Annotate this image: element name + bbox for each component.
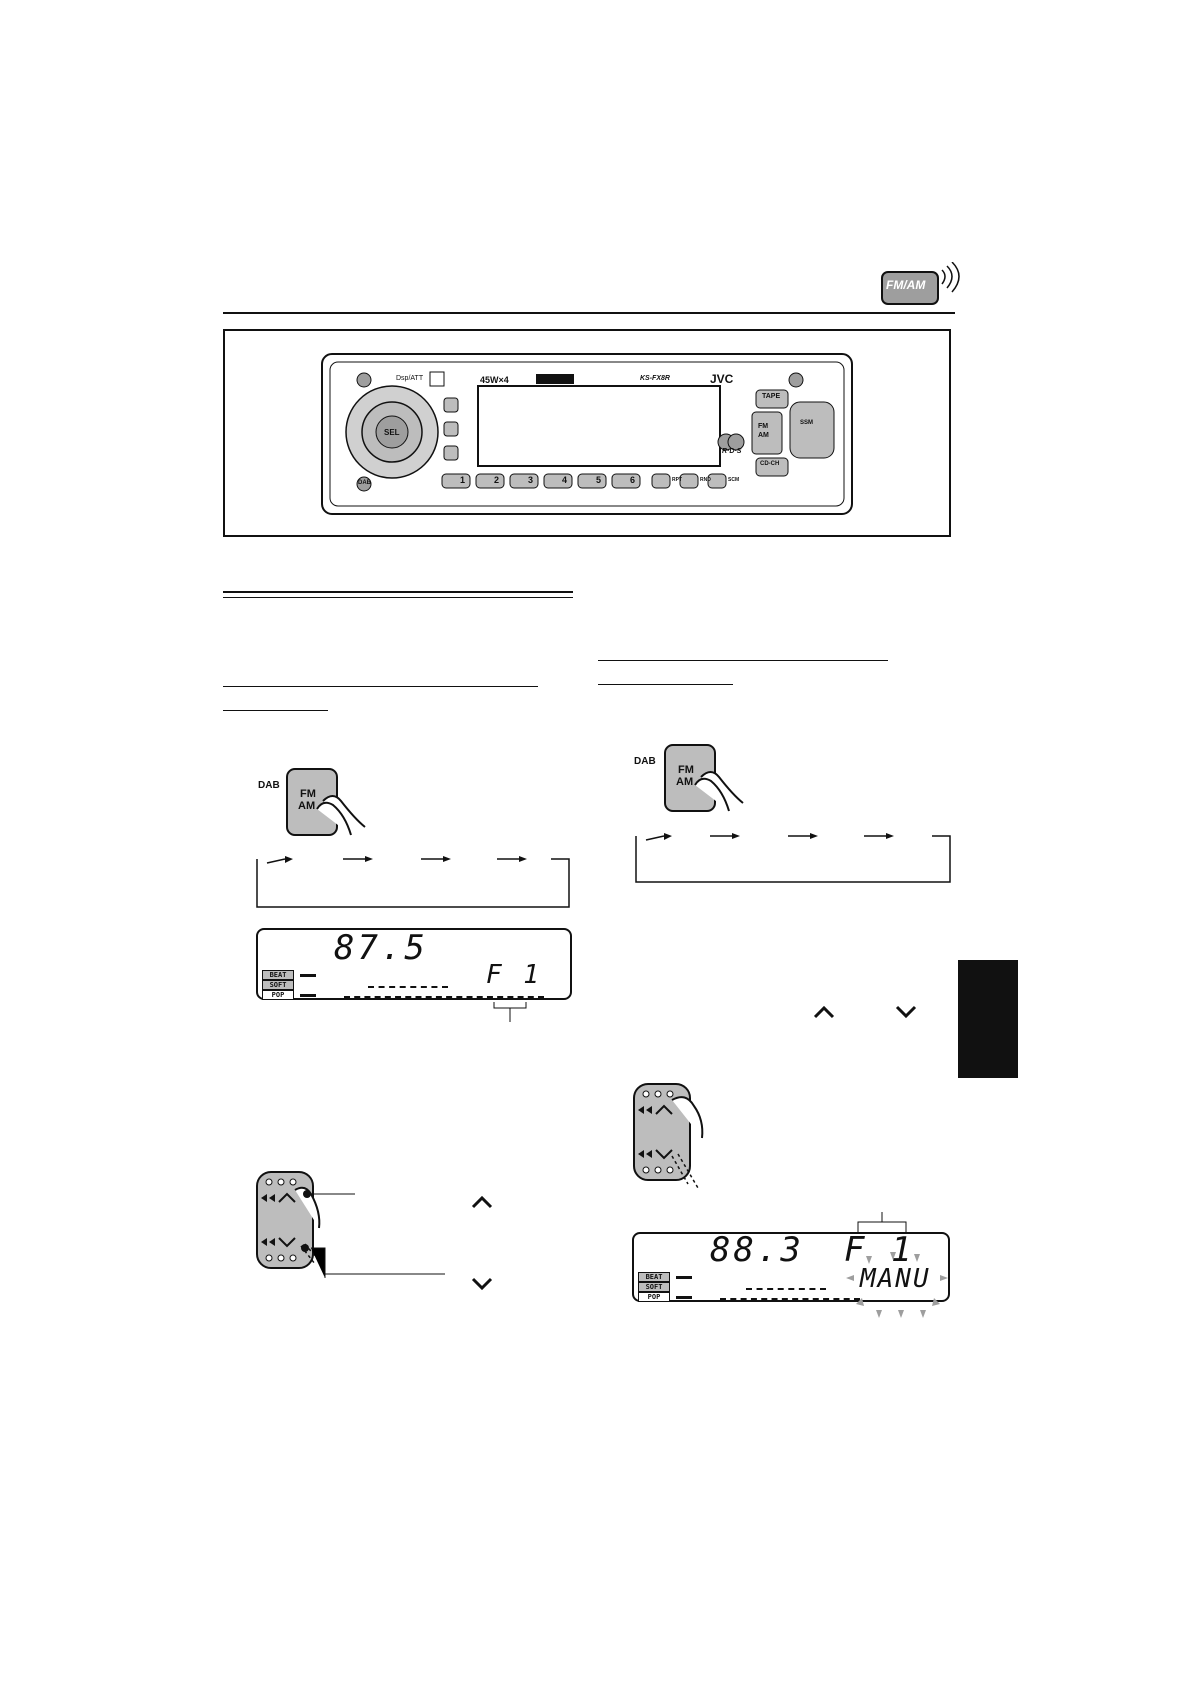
faceplate-preset-6: 6 — [630, 475, 636, 485]
right-lcd-dash-row2 — [720, 1298, 860, 1300]
left-band-cycle-diagram — [256, 856, 570, 908]
left-lcd-dash-row2 — [344, 996, 544, 998]
left-lcd-frequency: 87.5 — [334, 928, 428, 968]
right-dab-label: DAB — [634, 756, 656, 767]
mode-chip-pop: POP — [638, 1292, 670, 1302]
right-fm-am-button — [664, 744, 744, 812]
faceplate-rpt-label: RPT — [672, 477, 682, 483]
faceplate-fm-top: FM — [758, 423, 769, 430]
left-lcd-display: 87.5 F 1 BEAT SOFT POP — [256, 928, 572, 1000]
left-button-am: AM — [298, 800, 316, 812]
faceplate-brand: JVC — [710, 372, 734, 386]
faceplate-dab-label: DAB — [358, 480, 371, 486]
faceplate-power-spec: 45W×4 — [480, 375, 509, 385]
right-lcd-mode-text: MANU — [860, 1264, 931, 1294]
faceplate-preset-4: 4 — [562, 475, 568, 485]
mode-chip-soft: SOFT — [638, 1282, 670, 1292]
right-band-cycle-diagram — [635, 833, 951, 883]
right-subheading-rule — [598, 660, 888, 661]
faceplate-cd-ch-label: CD-CH — [760, 461, 780, 467]
left-subheading-rule — [223, 686, 538, 687]
mode-chip-beat: BEAT — [638, 1272, 670, 1282]
left-section-double-rule-a — [223, 591, 573, 593]
mode-chip-pop: POP — [262, 990, 294, 1000]
right-button-am: AM — [676, 776, 694, 788]
right-lcd-mode-chips: BEAT SOFT POP — [638, 1272, 670, 1302]
right-blink-indicator-icon — [846, 1252, 948, 1318]
faceplate-preset-2: 2 — [494, 475, 500, 485]
right-down-chevron-icon — [895, 1005, 917, 1019]
mode-chip-soft: SOFT — [262, 980, 294, 990]
left-seek-buttons — [256, 1171, 355, 1278]
faceplate-preset-5: 5 — [596, 475, 602, 485]
mode-chip-beat: BEAT — [262, 970, 294, 980]
section-tab-marker — [958, 960, 1018, 1078]
faceplate-preset-1: 1 — [460, 475, 466, 485]
right-seek-buttons — [633, 1083, 704, 1189]
left-dab-label: DAB — [258, 780, 280, 791]
faceplate-scm-label: SCM — [728, 477, 740, 483]
faceplate-left-top-label: Dsp/ATT — [396, 375, 424, 382]
faceplate-rds-label: R·D·S — [722, 448, 742, 455]
right-band-callout — [857, 1212, 907, 1234]
faceplate-figure — [223, 329, 951, 537]
left-down-chevron-icon — [471, 1277, 493, 1291]
faceplate-preset-3: 3 — [528, 475, 534, 485]
faceplate-ssm-label: SSM — [800, 420, 814, 426]
faceplate-am-bottom: AM — [758, 432, 769, 439]
header-rule — [223, 312, 955, 314]
left-fm-am-button — [286, 768, 366, 836]
faceplate-tape-label: TAPE — [762, 393, 781, 400]
right-lcd-band: F 1 — [844, 1230, 915, 1270]
left-section-double-rule-b — [223, 597, 573, 598]
left-lcd-seg-left-b — [300, 994, 316, 997]
left-lcd-band: F 1 — [486, 960, 542, 990]
left-button-fm: FM — [300, 788, 316, 800]
faceplate-model: KS-FX8R — [640, 375, 670, 382]
faceplate-sel-label: SEL — [384, 428, 400, 437]
left-callout-line-bottom — [325, 1273, 445, 1275]
left-band-callout — [493, 1002, 527, 1022]
fm-am-icon-label: FM/AM — [886, 278, 926, 292]
right-lcd-seg-left-a — [676, 1276, 692, 1279]
faceplate-rnd-label: RND — [700, 477, 711, 483]
right-up-chevron-icon — [813, 1005, 835, 1019]
left-lcd-dash-row1 — [368, 986, 448, 988]
radio-wave-icon — [881, 261, 960, 305]
right-lcd-dash-row1 — [746, 1288, 826, 1290]
right-subheading-rule-short — [598, 684, 733, 685]
right-lcd-seg-left-b — [676, 1296, 692, 1299]
right-lcd-frequency: 88.3 — [710, 1230, 804, 1270]
faceplate-illustration — [321, 353, 853, 515]
right-button-fm: FM — [678, 764, 694, 776]
left-lcd-seg-left-a — [300, 974, 316, 977]
right-lcd-display: 88.3 F 1 MANU BEAT SOFT POP — [632, 1230, 950, 1302]
left-subheading-rule-short — [223, 710, 328, 711]
left-up-chevron-icon — [471, 1195, 493, 1209]
fm-am-section-icon: FM/AM — [880, 261, 960, 308]
left-lcd-mode-chips: BEAT SOFT POP — [262, 970, 294, 1000]
